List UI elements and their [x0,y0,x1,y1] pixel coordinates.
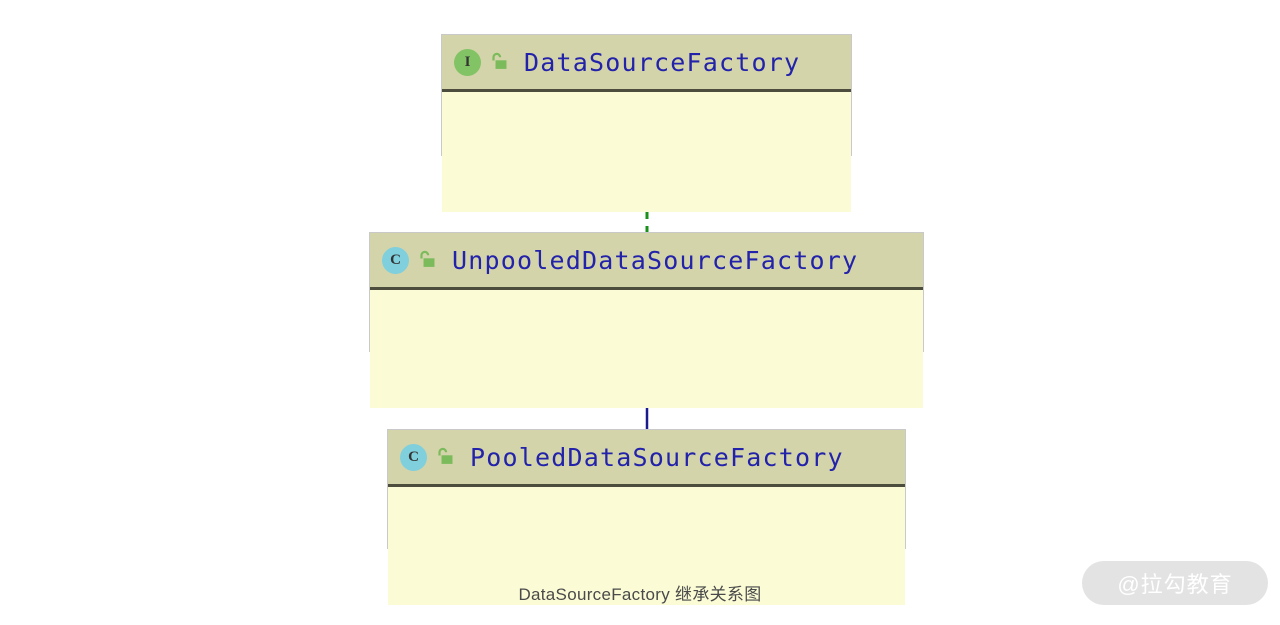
class-header-pooleddatasourcefactory: C PooledDataSourceFactory [388,430,905,487]
class-members-unpooleddatasourcefactory [370,290,923,408]
interface-stereotype-icon: I [454,48,481,76]
diagram-caption: DataSourceFactory 继承关系图 [518,585,762,604]
class-stereotype-icon: C [400,443,427,471]
class-header-datasourcefactory: I DataSourceFactory [442,35,851,92]
unlocked-padlock-icon [438,447,453,464]
unlocked-padlock-icon [492,52,507,69]
class-name-datasourcefactory: DataSourceFactory [524,47,801,77]
class-members-datasourcefactory [442,92,851,212]
class-name-unpooleddatasourcefactory: UnpooledDataSourceFactory [452,245,859,275]
class-box-pooleddatasourcefactory[interactable]: C PooledDataSourceFactory [387,429,906,605]
watermark-badge: @拉勾教育 [1082,561,1268,605]
class-stereotype-icon: C [382,246,409,274]
unlocked-padlock-icon [420,250,435,267]
class-header-unpooleddatasourcefactory: C UnpooledDataSourceFactory [370,233,923,290]
class-members-pooleddatasourcefactory [388,487,905,605]
class-box-unpooleddatasourcefactory[interactable]: C UnpooledDataSourceFactory [369,232,924,408]
class-box-datasourcefactory[interactable]: I DataSourceFactory [441,34,852,212]
class-name-pooleddatasourcefactory: PooledDataSourceFactory [470,442,844,472]
